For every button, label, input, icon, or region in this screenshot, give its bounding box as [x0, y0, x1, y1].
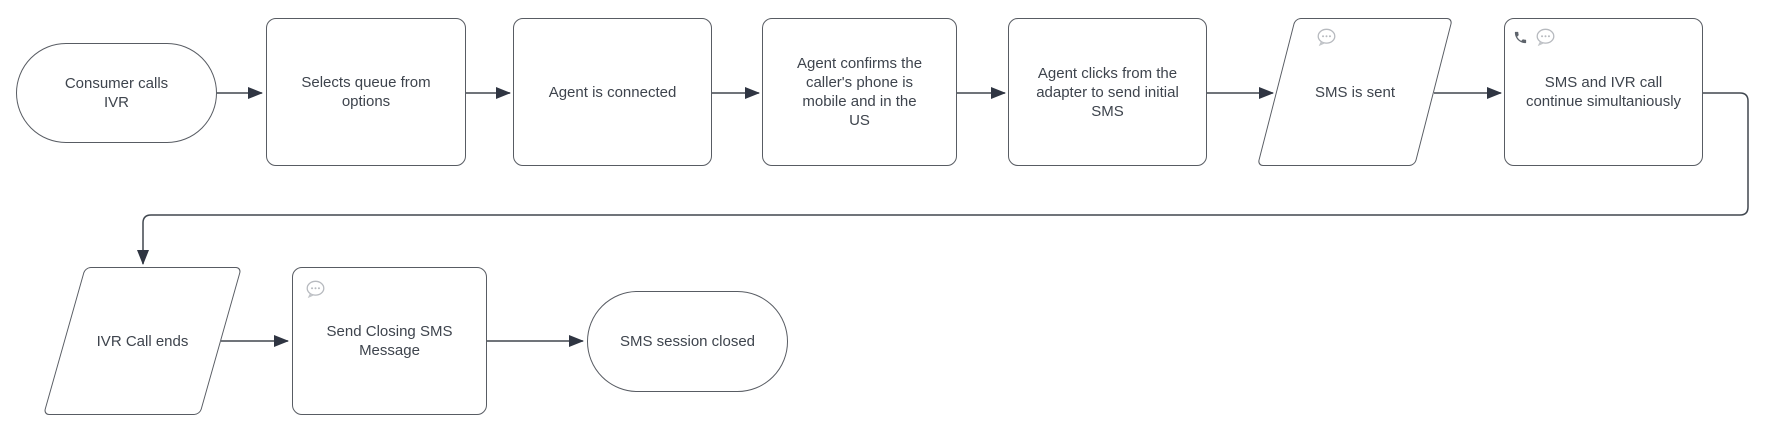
node-label: SMS is sent — [1314, 83, 1396, 101]
rect-shape — [762, 18, 957, 166]
node-label: Agent clicks from the adapter to send in… — [1036, 64, 1179, 120]
node-selects-queue[interactable]: Selects queue from options — [266, 18, 466, 166]
node-agent-confirms-phone[interactable]: Agent confirms the caller's phone is mob… — [762, 18, 957, 166]
node-send-closing-sms[interactable]: Send Closing SMS Message — [292, 267, 487, 415]
stadium-shape — [587, 291, 788, 392]
sms-bubble-icon — [1317, 28, 1336, 47]
stadium-shape — [16, 43, 217, 143]
node-label: SMS and IVR call continue simultaniously — [1525, 74, 1682, 110]
node-label: Selects queue from options — [301, 74, 431, 110]
node-sms-session-closed[interactable]: SMS session closed — [587, 291, 788, 392]
node-agent-connected[interactable]: Agent is connected — [513, 18, 712, 166]
sms-bubble-icon — [1536, 28, 1555, 47]
node-label: Agent confirms the caller's phone is mob… — [796, 55, 923, 129]
node-agent-clicks-adapter[interactable]: Agent clicks from the adapter to send in… — [1008, 18, 1207, 166]
node-label: SMS session closed — [619, 333, 756, 350]
node-label: Send Closing SMS Message — [326, 323, 453, 359]
rect-shape — [513, 18, 712, 166]
rect-shape — [266, 18, 466, 166]
edge-continue-to-ivr-ends — [137, 92, 1749, 265]
node-sms-ivr-continue[interactable]: SMS and IVR call continue simultaniously — [1504, 18, 1703, 166]
node-label: Agent is connected — [548, 83, 677, 101]
node-label: IVR Call ends — [96, 332, 189, 350]
sms-bubble-icon — [306, 280, 325, 299]
node-sms-is-sent[interactable]: SMS is sent — [1257, 18, 1453, 166]
node-consumer-calls-ivr[interactable]: Consumer calls IVR — [16, 43, 217, 143]
rect-shape — [1504, 18, 1703, 166]
rect-shape — [292, 267, 487, 415]
rect-shape — [1008, 18, 1207, 166]
node-ivr-call-ends[interactable]: IVR Call ends — [43, 267, 242, 415]
node-label: Consumer calls IVR — [64, 75, 169, 111]
phone-icon — [1514, 31, 1527, 44]
